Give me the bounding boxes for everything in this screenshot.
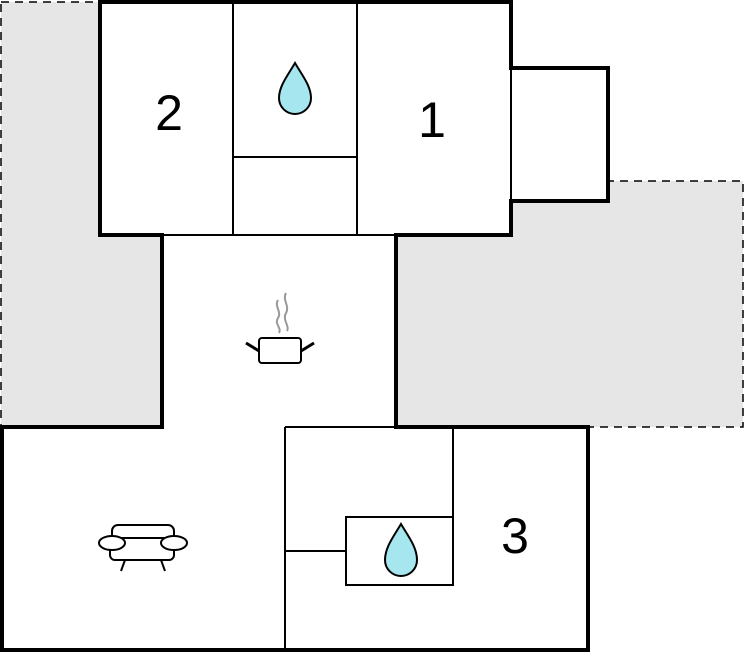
water-drop-icon bbox=[277, 61, 313, 115]
room-label-2: 2 bbox=[155, 85, 183, 141]
room-label-3: 3 bbox=[501, 508, 529, 564]
house-interior bbox=[2, 2, 608, 650]
cooking-pot-icon bbox=[245, 292, 315, 364]
water-drop-icon bbox=[383, 522, 419, 577]
room-label-1: 1 bbox=[418, 92, 446, 148]
outer-walls bbox=[0, 0, 610, 652]
sofa-icon bbox=[98, 524, 188, 572]
inner-walls bbox=[100, 2, 512, 650]
